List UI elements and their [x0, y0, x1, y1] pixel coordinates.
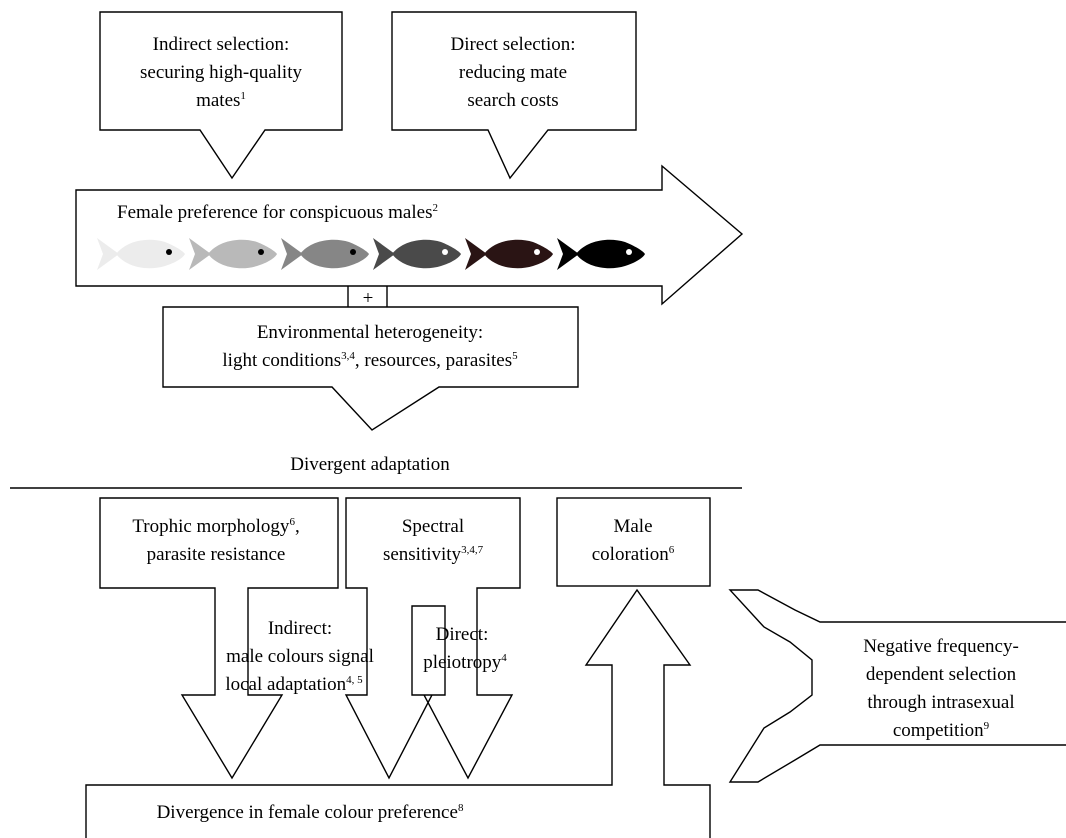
direct-selection-line1: Direct selection: — [450, 34, 575, 55]
negative-selection-line2: dependent selection — [866, 664, 1017, 685]
fish-eye — [166, 249, 172, 255]
female-preference-label: Female preference for conspicuous males2 — [117, 202, 438, 223]
environment-callout — [162, 306, 579, 431]
indirect-signal-line3: local adaptation4, 5 — [225, 674, 363, 695]
fish-icon — [557, 238, 645, 270]
divergent-adaptation-label: Divergent adaptation — [290, 454, 450, 475]
plus-sign: + — [363, 288, 374, 309]
female-preference-arrow — [75, 164, 744, 306]
spectral-sensitivity-box — [344, 497, 521, 780]
male-coloration-line2: coloration6 — [592, 544, 675, 565]
fish-icon — [189, 238, 277, 270]
trophic-line2: parasite resistance — [147, 544, 286, 565]
negative-selection-double-arrow — [728, 589, 1066, 783]
environment-line2: light conditions3,4, resources, parasite… — [222, 350, 518, 371]
indirect-signal-line1: Indirect: — [268, 618, 332, 639]
fish-icon — [373, 238, 461, 270]
fish-gradient-row — [97, 238, 645, 270]
divergence-preference-box — [85, 588, 711, 838]
negative-selection-line1: Negative frequency- — [863, 636, 1019, 657]
fish-eye — [442, 249, 448, 255]
direct-pleiotropy-line1: Direct: — [436, 624, 489, 645]
direct-selection-callout — [391, 11, 637, 180]
fish-eye — [626, 249, 632, 255]
trophic-line1: Trophic morphology6, — [132, 516, 299, 537]
negative-selection-line4: competition9 — [893, 720, 990, 741]
environment-line1: Environmental heterogeneity: — [257, 322, 483, 343]
indirect-selection-callout — [99, 11, 343, 180]
direct-pleiotropy-line2: pleiotropy4 — [423, 652, 507, 673]
fish-icon — [281, 238, 369, 270]
spectral-line2: sensitivity3,4,7 — [383, 544, 484, 565]
negative-selection-line3: through intrasexual — [867, 692, 1014, 713]
indirect-selection-line1: Indirect selection: — [153, 34, 290, 55]
fish-eye — [258, 249, 264, 255]
fish-icon — [465, 238, 553, 270]
trophic-morphology-box — [99, 497, 339, 780]
fish-eye — [350, 249, 356, 255]
indirect-selection-line2: securing high-quality — [140, 62, 302, 83]
fish-icon — [97, 238, 185, 270]
indirect-signal-line2: male colours signal — [226, 646, 374, 667]
direct-selection-line2: reducing mate — [459, 62, 567, 83]
male-coloration-box — [556, 497, 711, 587]
divergence-preference-label: Divergence in female colour preference8 — [157, 802, 464, 823]
direct-selection-line3: search costs — [467, 90, 558, 111]
indirect-selection-line3: mates1 — [196, 90, 246, 111]
spectral-line1: Spectral — [402, 516, 464, 537]
fish-eye — [534, 249, 540, 255]
male-coloration-line1: Male — [613, 516, 652, 537]
